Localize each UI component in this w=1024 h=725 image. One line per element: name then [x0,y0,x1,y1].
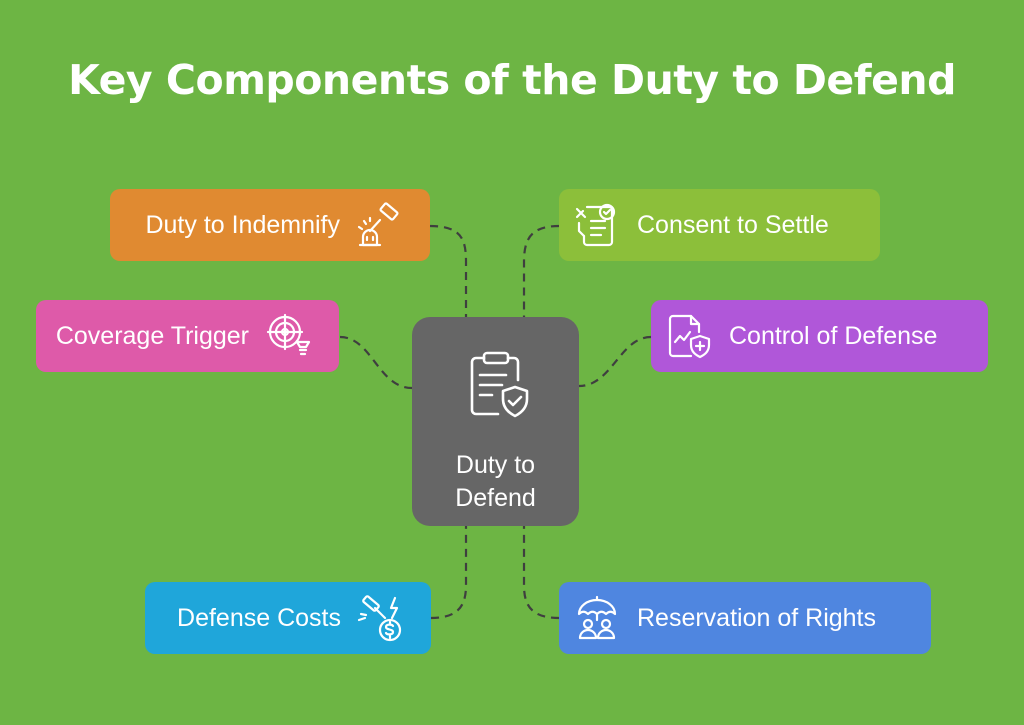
page-title: Key Components of the Duty to Defend [68,56,956,104]
node-defense-costs: Defense Costs [145,582,431,654]
node-consent-to-settle: Consent to Settle [559,189,880,261]
radar-target-icon [265,312,313,360]
node-label: Control of Defense [729,321,938,350]
shield-document-icon [665,312,713,360]
clipboard-shield-icon [460,349,532,421]
node-control-of-defense: Control of Defense [651,300,988,372]
connector-consent-to-settle [522,224,560,318]
center-node-label: Duty to Defend [412,449,579,515]
connector-duty-to-indemnify [429,224,468,318]
node-reservation-of-rights: Reservation of Rights [559,582,931,654]
gavel-icon [356,201,404,249]
center-node-label-line: Defend [455,484,536,512]
connector-coverage-trigger [339,335,413,390]
center-node-label-line: Duty to [455,451,536,479]
node-label: Reservation of Rights [637,603,877,632]
approved-document-icon [573,201,621,249]
node-label: Defense Costs [177,603,341,632]
connector-reservation-of-rights [522,526,560,620]
node-label: Coverage Trigger [55,321,249,350]
node-coverage-trigger: Coverage Trigger [36,300,339,372]
node-label: Consent to Settle [637,210,829,239]
center-node-duty-to-defend: Duty to Defend [412,317,579,526]
connector-defense-costs [430,526,468,620]
umbrella-people-icon [573,594,621,642]
legal-fees-icon [357,594,405,642]
connector-control-of-defense [578,335,652,388]
node-label: Duty to Indemnify [145,210,340,239]
node-duty-to-indemnify: Duty to Indemnify [110,189,430,261]
